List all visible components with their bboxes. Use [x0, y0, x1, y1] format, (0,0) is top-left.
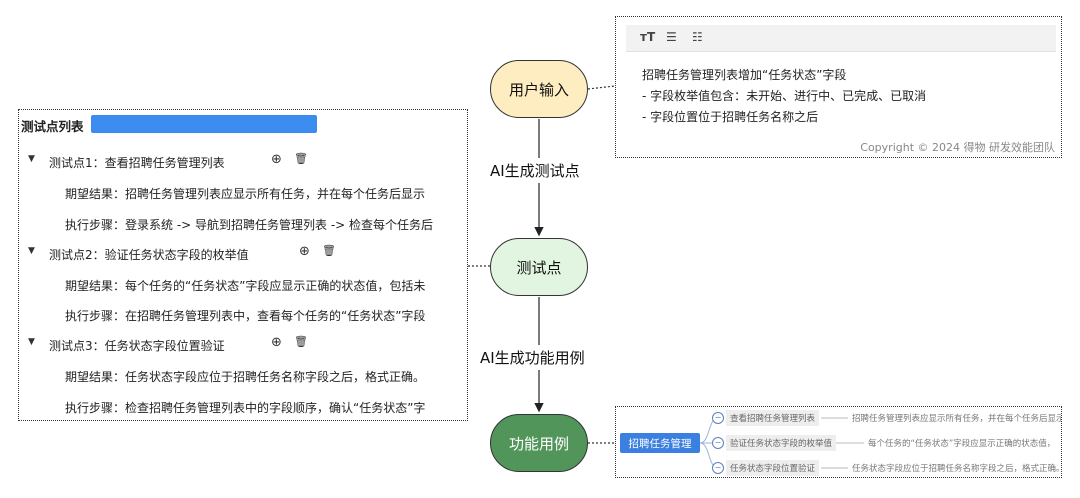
editor-line[interactable]: - 字段位置位于招聘任务名称之后 [642, 110, 819, 124]
user-input-editor: ᴛT ☰ ☷ 招聘任务管理列表增加“任务状态”字段 - 字段枚举值包含：未开始、… [615, 16, 1062, 158]
numbered-list-icon[interactable]: ☷ [692, 30, 703, 44]
mindmap-leaf[interactable]: 招聘任务管理列表应显示所有任务，并在每个任务后显示 [852, 414, 1062, 424]
collapse-icon[interactable]: − [712, 412, 724, 424]
execution-steps: 执行步骤：在招聘任务管理列表中，查看每个任务的“任务状态”字段 [65, 309, 426, 323]
execution-steps: 执行步骤：检查招聘任务管理列表中的字段顺序，确认“任务状态”字 [65, 401, 426, 415]
text-size-icon[interactable]: ᴛT [640, 30, 656, 44]
delete-icon[interactable]: 🗑 [322, 244, 336, 257]
mindmap-branch[interactable]: 验证任务状态字段的枚举值 [726, 435, 837, 451]
caret-down-icon[interactable]: ▼ [28, 154, 35, 164]
delete-icon[interactable]: 🗑 [294, 335, 308, 348]
bullet-list-icon[interactable]: ☰ [666, 30, 677, 44]
expected-result: 期望结果：招聘任务管理列表应显示所有任务，并在每个任务后显示 [65, 187, 426, 201]
editor-toolbar: ᴛT ☰ ☷ [626, 25, 1056, 52]
mindmap-leaf[interactable]: 任务状态字段应位于招聘任务名称字段之后，格式正确。 [852, 464, 1062, 474]
add-icon[interactable]: ⊕ [271, 152, 282, 167]
test-points-node: 测试点 [490, 238, 588, 296]
expected-result: 期望结果：每个任务的“任务状态”字段应显示正确的状态值，包括未 [65, 279, 426, 293]
caret-down-icon[interactable]: ▼ [28, 337, 35, 347]
test-points-title: 测试点列表 [21, 119, 84, 134]
edge-label-generate-cases: AI生成功能用例 [480, 345, 585, 370]
add-icon[interactable]: ⊕ [299, 244, 310, 259]
mindmap-branch[interactable]: 任务状态字段位置验证 [726, 460, 820, 476]
collapse-icon[interactable]: − [712, 437, 724, 449]
mindmap-leaf[interactable]: 每个任务的“任务状态”字段应显示正确的状态值， [868, 439, 1056, 449]
test-point-label: 测试点1：查看招聘任务管理列表 [49, 156, 225, 170]
copyright-text: Copyright © 2024 得物 研发效能团队 [860, 141, 1055, 154]
execution-steps: 执行步骤：登录系统 -> 导航到招聘任务管理列表 -> 检查每个任务后 [65, 218, 434, 232]
test-point-label: 测试点2：验证任务状态字段的枚举值 [49, 248, 249, 262]
edge-label-generate-test-points: AI生成测试点 [490, 158, 580, 183]
user-input-node: 用户输入 [490, 60, 588, 118]
test-points-panel: 测试点列表 ▼ 测试点1：查看招聘任务管理列表 ⊕ 🗑 期望结果：招聘任务管理列… [18, 109, 468, 421]
dotted-link-input-editor [587, 85, 616, 90]
expected-result: 期望结果：任务状态字段应位于招聘任务名称字段之后，格式正确。 [65, 370, 426, 384]
mindmap-root[interactable]: 招聘任务管理 [620, 433, 700, 453]
function-cases-node: 功能用例 [490, 414, 588, 472]
delete-icon[interactable]: 🗑 [294, 152, 308, 165]
mindmap-branch[interactable]: 查看招聘任务管理列表 [726, 410, 820, 426]
test-point-label: 测试点3：任务状态字段位置验证 [49, 339, 225, 353]
editor-line[interactable]: 招聘任务管理列表增加“任务状态”字段 [642, 68, 847, 82]
caret-down-icon[interactable]: ▼ [28, 246, 35, 256]
redacted-highlight [91, 115, 317, 133]
editor-line[interactable]: - 字段枚举值包含：未开始、进行中、已完成、已取消 [642, 89, 927, 103]
function-cases-mindmap: 招聘任务管理 − 查看招聘任务管理列表 招聘任务管理列表应显示所有任务，并在每个… [615, 406, 1062, 478]
add-icon[interactable]: ⊕ [271, 335, 282, 350]
collapse-icon[interactable]: − [712, 462, 724, 474]
